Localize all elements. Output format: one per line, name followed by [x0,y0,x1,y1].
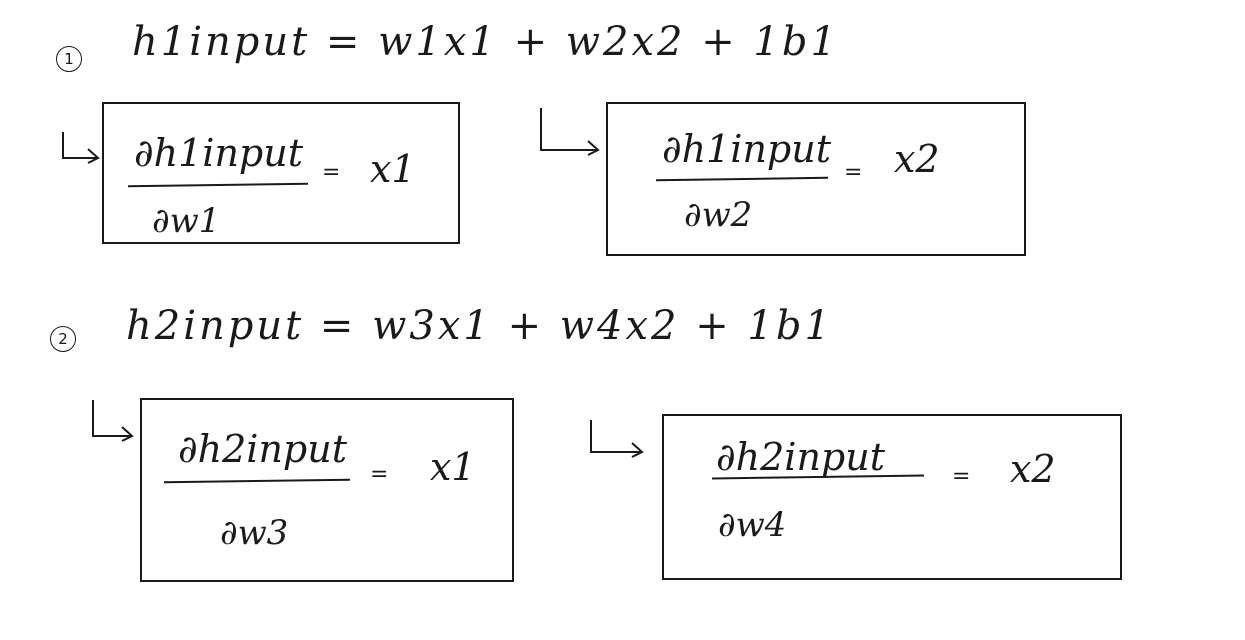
fraction-bar [655,176,829,182]
derivative-numerator: ∂h2input [178,427,347,471]
arrow-right-icon [92,400,134,442]
equation-number-2-text: 2 [58,330,68,348]
equals-sign: = [952,464,971,489]
arrow-right-icon [62,132,100,164]
derivative-result: x2 [894,137,940,181]
derivative-numerator: ∂h1input [134,131,303,175]
derivative-box-dh1-dw2: ∂h1input ∂w2 = x2 [606,102,1026,256]
fraction-bar [127,182,309,188]
derivative-result: x1 [370,147,416,191]
derivative-denominator: ∂w1 [152,201,221,241]
derivative-numerator: ∂h2input [716,435,885,479]
fraction-bar [163,478,351,484]
equation-number-2: 2 [50,326,76,352]
derivative-denominator: ∂w4 [718,505,787,545]
arrow-right-icon [540,108,600,156]
equals-sign: = [844,160,863,185]
equals-sign: = [370,462,389,487]
arrow-right-icon [590,420,644,458]
derivative-numerator: ∂h1input [662,127,831,171]
derivative-result: x2 [1010,447,1056,491]
derivative-denominator: ∂w2 [684,195,753,235]
equation-1: h1input = w1x1 + w2x2 + 1b1 [132,19,839,65]
equals-sign: = [322,160,341,185]
derivative-box-dh2-dw3: ∂h2input ∂w3 = x1 [140,398,514,582]
derivative-result: x1 [430,445,476,489]
derivative-box-dh1-dw1: ∂h1input ∂w1 = x1 [102,102,460,244]
equation-number-1: 1 [56,46,82,72]
derivative-denominator: ∂w3 [220,513,289,553]
equation-number-1-text: 1 [64,50,74,68]
equation-2: h2input = w3x1 + w4x2 + 1b1 [126,303,833,349]
derivative-box-dh2-dw4: ∂h2input ∂w4 = x2 [662,414,1122,580]
